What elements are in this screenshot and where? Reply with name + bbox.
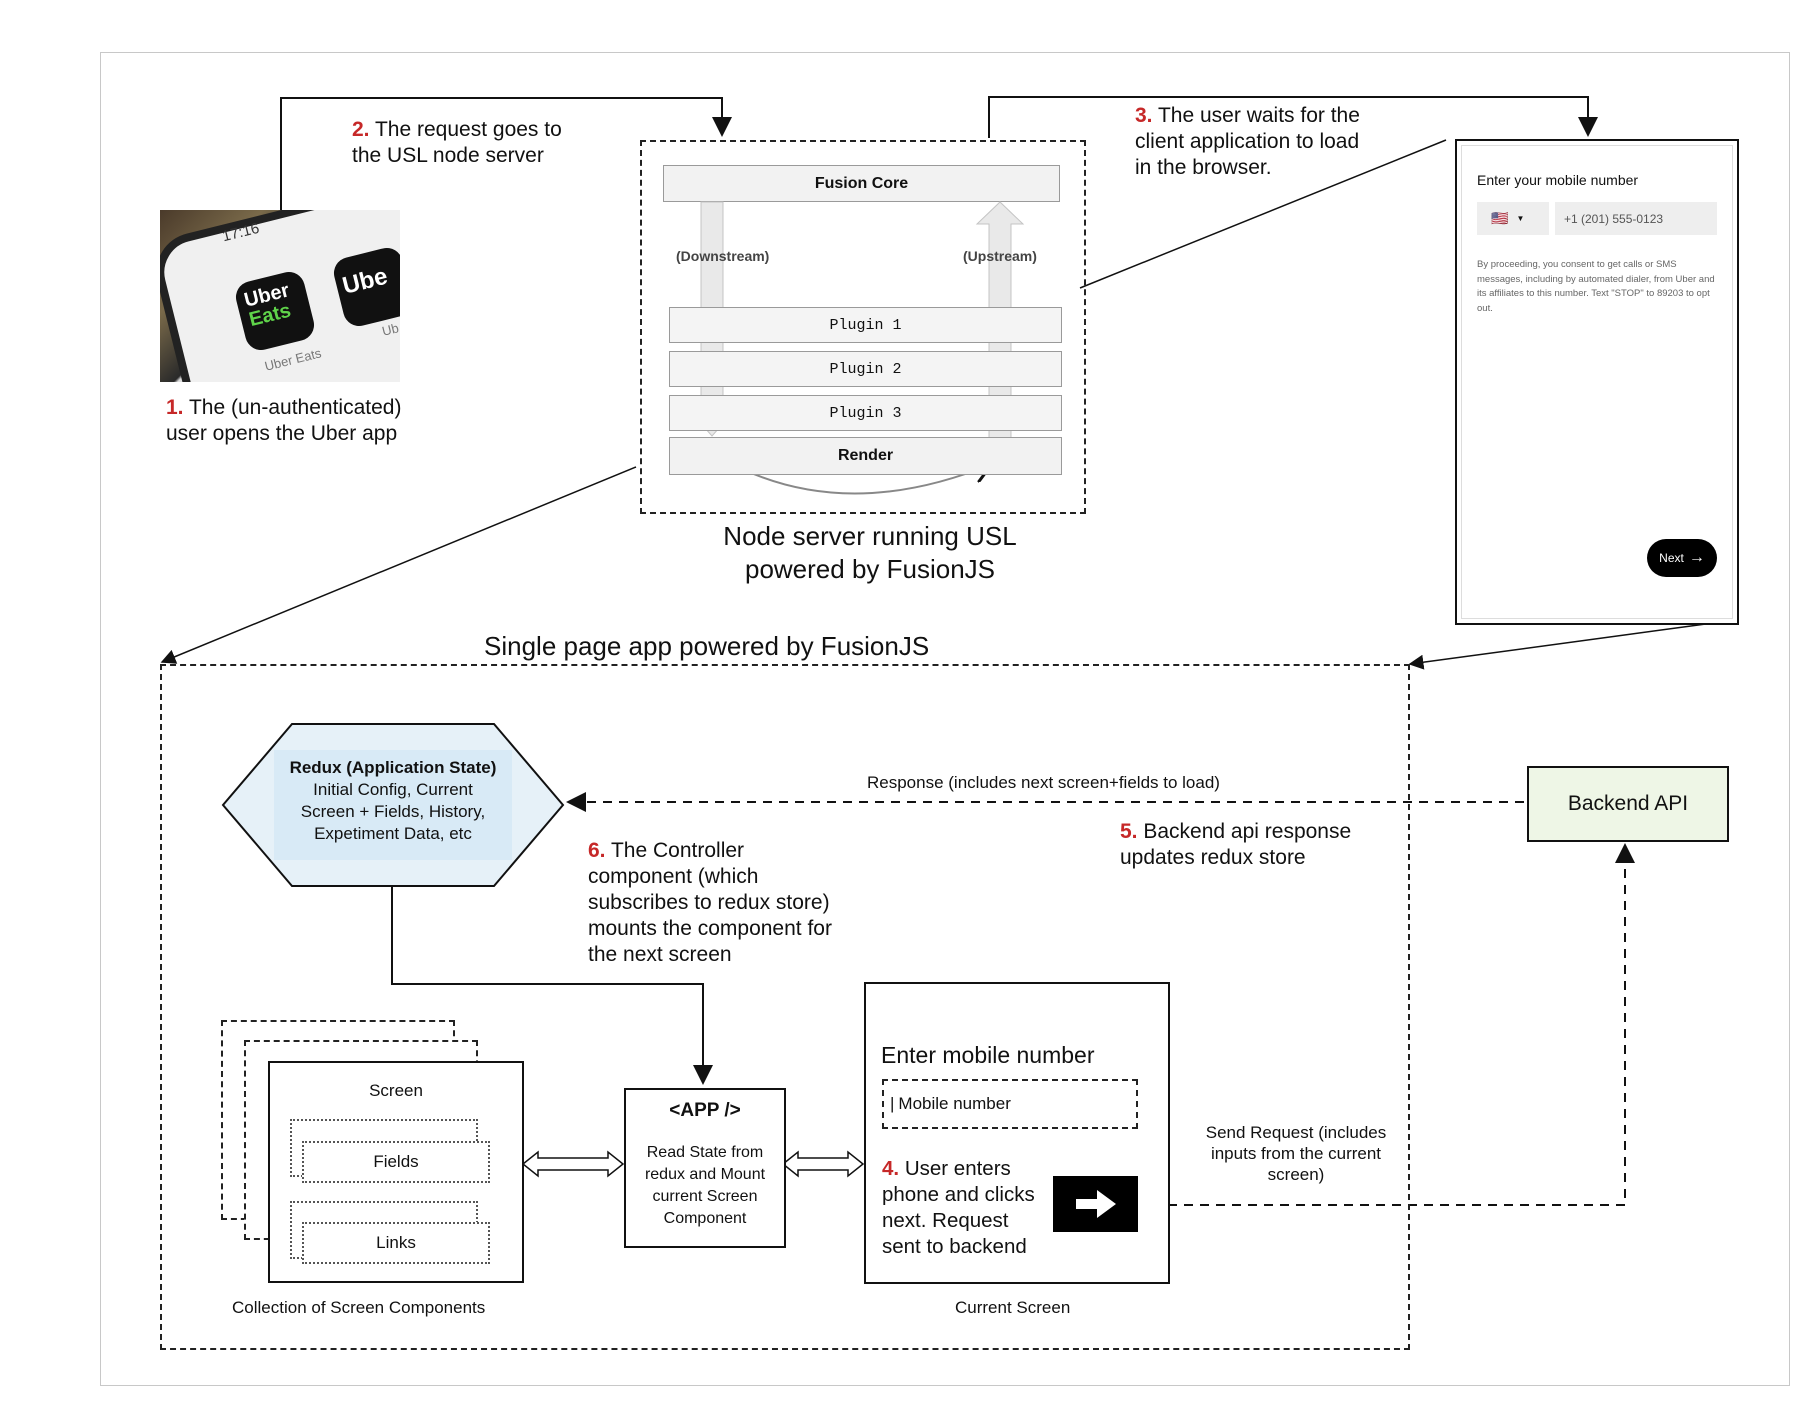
app-description: Read State from redux and Mount current … [644, 1144, 766, 1227]
mobile-number-field[interactable]: | Mobile number [882, 1079, 1138, 1129]
collection-caption: Collection of Screen Components [232, 1298, 486, 1317]
line-server-to-form [1079, 139, 1447, 289]
double-arrow-app-screen [781, 1150, 865, 1178]
next-arrow-button[interactable] [1053, 1176, 1138, 1232]
arrow-right-icon [1075, 1190, 1116, 1218]
current-screen-caption: Current Screen [955, 1298, 1071, 1317]
double-arrow-collection-app [521, 1150, 625, 1178]
mobile-form-title: Enter your mobile number [1477, 172, 1639, 188]
arrow-right-icon: → [1688, 549, 1705, 566]
next-button[interactable]: Next → [1647, 539, 1717, 577]
render-loop-arrow [727, 462, 992, 495]
node-server-container [640, 140, 1086, 514]
step4-label: 4. User enters phone and clicks next. Re… [882, 1157, 1035, 1258]
app-title: <APP /> [669, 1100, 741, 1121]
arrow-server-to-browser [988, 96, 1598, 138]
upstream-label: (Upstream) [963, 248, 1037, 264]
step3-label: 3. The user waits for the client applica… [1135, 104, 1360, 179]
plugin-2-layer: Plugin 2 [669, 351, 1062, 387]
arrow-server-to-spa [160, 466, 637, 664]
spa-title: Single page app powered by FusionJS [484, 631, 930, 661]
phone-number-input[interactable]: +1 (201) 555-0123 [1555, 202, 1717, 235]
node-server-caption: Node server running USL powered by Fusio… [723, 521, 1017, 584]
diagram-frame [100, 52, 1790, 1386]
arrow-redux-to-app [391, 883, 713, 1085]
screen-component: Screen Fields Links [268, 1061, 524, 1283]
us-flag-icon: 🇺🇸 [1491, 210, 1509, 226]
country-selector[interactable]: 🇺🇸 ▼ [1477, 202, 1549, 235]
uber-app-photo: 17:16 Uber Eats Uber Eats Ube Ub [160, 210, 400, 382]
current-screen: Enter mobile number | Mobile number 4. U… [864, 982, 1170, 1284]
step1-label: 1. The (un-authenticated) user opens the… [166, 396, 402, 445]
send-request-label: Send Request (includes inputs from the c… [1205, 1123, 1387, 1184]
step5-label: 5. Backend api response updates redux st… [1120, 820, 1352, 869]
spa-container [160, 664, 1410, 1350]
backend-api-box: Backend API [1527, 766, 1729, 842]
mobile-form-window: Enter your mobile number 🇺🇸 ▼ +1 (201) 5… [1455, 139, 1739, 625]
plugin-1-layer: Plugin 1 [669, 307, 1062, 343]
links-box: Links [302, 1222, 490, 1264]
redux-hexagon [221, 723, 565, 887]
text-cursor: | [890, 1094, 895, 1113]
chevron-down-icon: ▼ [1516, 214, 1525, 223]
arrow-send-request [1136, 843, 1635, 1206]
arrow-phone-to-server [280, 97, 732, 212]
step2-label: 2. The request goes to the USL node serv… [352, 118, 562, 167]
fusion-core-layer: Fusion Core [663, 165, 1060, 202]
response-label: Response (includes next screen+fields to… [867, 773, 1220, 792]
render-layer: Render [669, 437, 1062, 475]
step6-label: 6. The Controller component (which subsc… [588, 839, 832, 966]
arrow-form-to-spa [1408, 620, 1729, 670]
consent-text: By proceeding, you consent to get calls … [1477, 259, 1715, 314]
app-component: <APP /> Read State from redux and Mount … [624, 1088, 786, 1248]
current-screen-title: Enter mobile number [881, 1042, 1095, 1068]
screen-label: Screen [369, 1081, 423, 1100]
downstream-label: (Downstream) [676, 248, 770, 264]
fields-box: Fields [302, 1141, 490, 1183]
redux-label: Redux (Application State) Initial Config… [289, 758, 497, 843]
plugin-3-layer: Plugin 3 [669, 395, 1062, 431]
